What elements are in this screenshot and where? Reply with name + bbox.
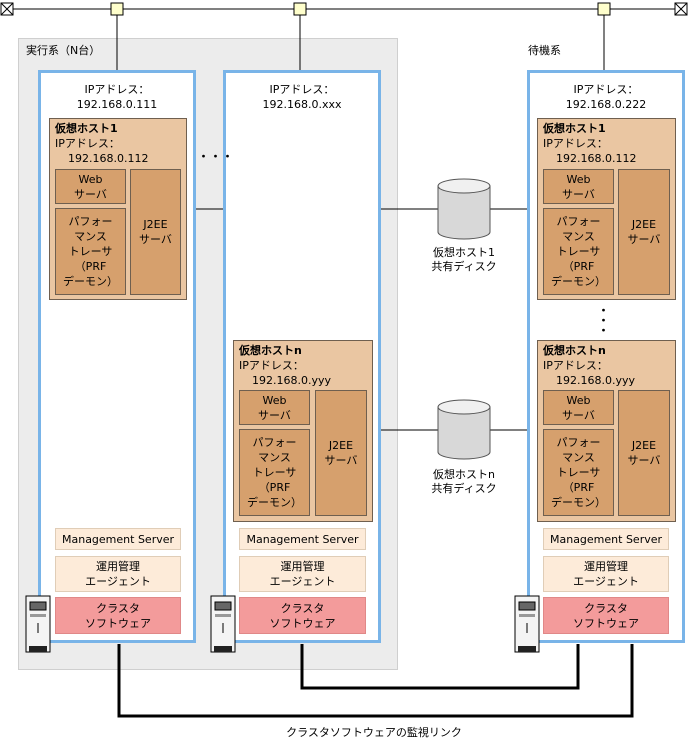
virtual-host-n-ip: 192.168.0.yyy	[556, 374, 636, 387]
prf-daemon-box: パフォー マンス トレーサ （PRF デーモン）	[239, 429, 310, 516]
shared-disk-1-label: 仮想ホスト1 共有ディスク	[431, 246, 497, 273]
prf-daemon-box: パフォー マンス トレーサ （PRF デーモン）	[55, 208, 126, 295]
management-server-box: Management Server	[239, 528, 366, 550]
vertical-ellipsis: ・ ・ ・	[598, 304, 609, 337]
server-3-ip: 192.168.0.222	[565, 98, 647, 111]
server-machine-icon	[210, 595, 236, 653]
j2ee-server-box: J2EE サーバ	[315, 390, 367, 516]
shared-disk-n-icon	[437, 399, 491, 460]
j2ee-server-box: J2EE サーバ	[618, 390, 670, 516]
cluster-software-box: クラスタ ソフトウェア	[543, 597, 669, 634]
virtual-host-1-title: 仮想ホスト1	[55, 122, 118, 135]
cluster-software-box: クラスタ ソフトウェア	[55, 597, 181, 634]
virtual-host-1-ip: 192.168.0.112	[68, 152, 149, 165]
shared-disk-1-icon	[437, 178, 491, 240]
network-port-icon	[293, 2, 307, 16]
management-server-box: Management Server	[55, 528, 181, 550]
network-port-icon	[597, 2, 611, 16]
virtual-host-1-ip-label: IPアドレス：	[543, 137, 608, 150]
virtual-host-n-ip: 192.168.0.yyy	[252, 374, 332, 387]
virtual-host-n-title: 仮想ホストn	[543, 344, 606, 357]
web-server-box: Web サーバ	[239, 390, 310, 425]
shared-disk-n-label: 仮想ホストn 共有ディスク	[431, 468, 497, 495]
virtual-host-n-ip-label: IPアドレス：	[239, 359, 304, 372]
virtual-host-n-ip-label: IPアドレス：	[543, 359, 608, 372]
web-server-box: Web サーバ	[543, 169, 614, 204]
management-server-box: Management Server	[543, 528, 669, 550]
ops-agent-box: 運用管理 エージェント	[543, 556, 669, 592]
j2ee-server-box: J2EE サーバ	[130, 169, 181, 295]
server-3-ip-label: IPアドレス：	[573, 83, 639, 96]
network-terminator-left-icon	[0, 2, 14, 16]
virtual-host-n-title: 仮想ホストn	[239, 344, 302, 357]
server-2-ip-label: IPアドレス：	[269, 83, 335, 96]
standby-group-label: 待機系	[528, 44, 561, 57]
active-group-label: 実行系（N台）	[26, 44, 101, 57]
server-machine-icon	[514, 595, 540, 653]
web-server-box: Web サーバ	[55, 169, 126, 204]
virtual-host-1-ip: 192.168.0.112	[556, 152, 637, 165]
ops-agent-box: 運用管理 エージェント	[239, 556, 366, 592]
cluster-software-box: クラスタ ソフトウェア	[239, 597, 366, 634]
virtual-host-1-title: 仮想ホスト1	[543, 122, 606, 135]
web-server-box: Web サーバ	[543, 390, 614, 425]
prf-daemon-box: パフォー マンス トレーサ （PRF デーモン）	[543, 429, 614, 516]
monitoring-link-label: クラスタソフトウェアの監視リンク	[286, 726, 462, 739]
ops-agent-box: 運用管理 エージェント	[55, 556, 181, 592]
virtual-host-1-ip-label: IPアドレス：	[55, 137, 120, 150]
prf-daemon-box: パフォー マンス トレーサ （PRF デーモン）	[543, 208, 614, 295]
horizontal-ellipsis: ・・・	[198, 150, 234, 163]
j2ee-server-box: J2EE サーバ	[618, 169, 670, 295]
server-1-ip: 192.168.0.111	[76, 98, 158, 111]
server-machine-icon	[25, 595, 51, 653]
network-port-icon	[110, 2, 124, 16]
network-terminator-right-icon	[674, 2, 688, 16]
server-1-ip-label: IPアドレス：	[84, 83, 150, 96]
server-2-ip: 192.168.0.xxx	[262, 98, 342, 111]
